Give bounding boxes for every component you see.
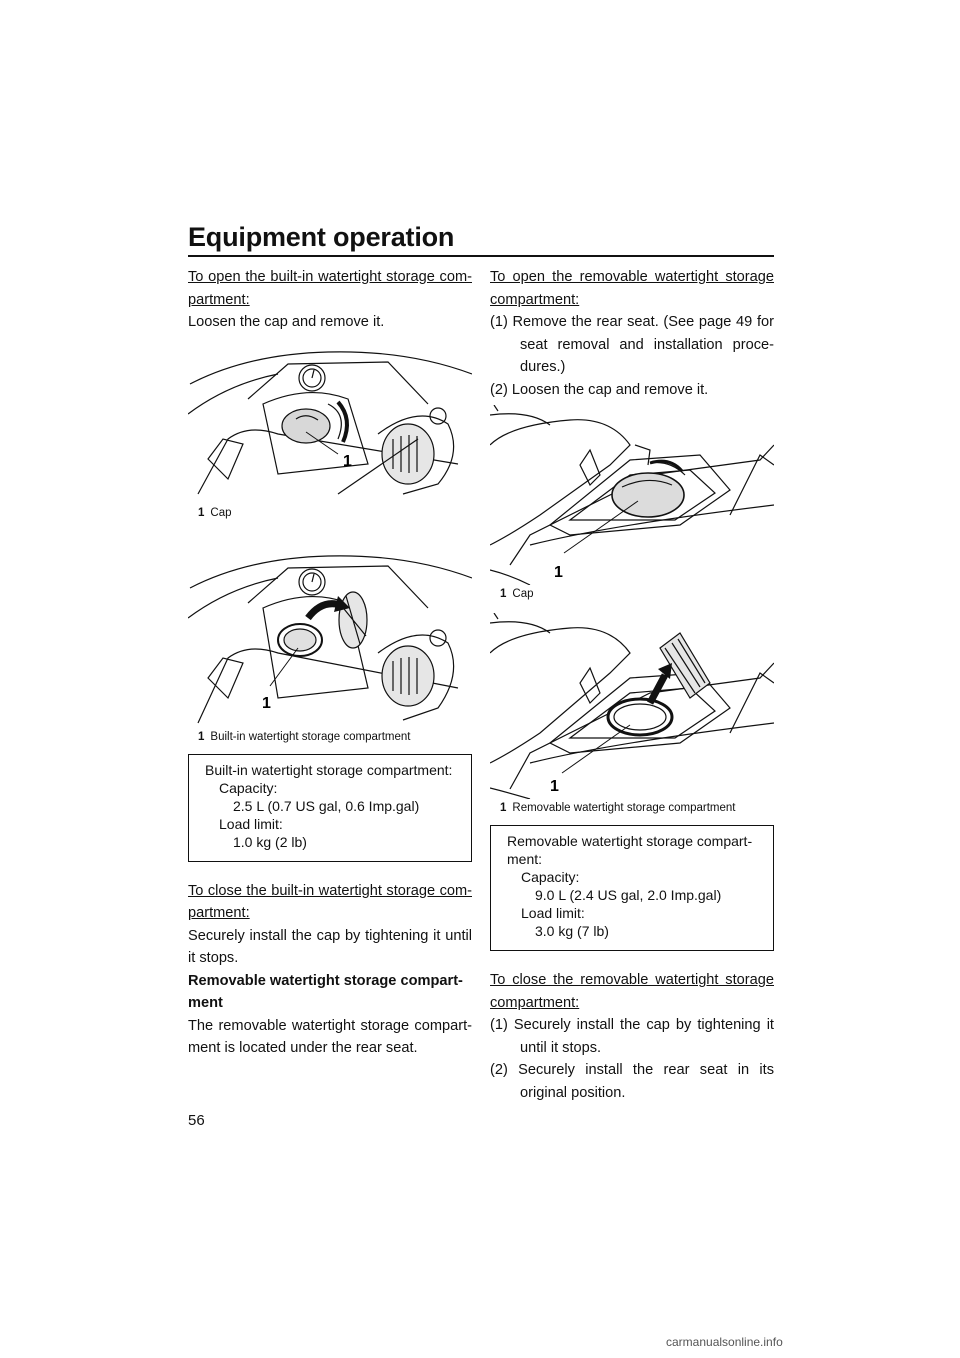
spec-title: Removable watertight storage compart- [507, 833, 753, 849]
close-step-2: (2) Securely install the rear seat in it… [490, 1062, 774, 1101]
open-builtin-heading-cont: partment: [188, 291, 250, 308]
capacity-value: 9.0 L (2.4 US gal, 2.0 Imp.gal) [535, 887, 722, 903]
close-step-1: (1) Securely install the cap by tighteni… [490, 1017, 774, 1056]
open-steps: (1) Remove the rear seat. (See page 49 f… [490, 311, 774, 401]
capacity-label: Capacity: [219, 779, 278, 796]
close-builtin-text: Securely install the cap by tightening i… [188, 927, 472, 967]
builtin-compartment-illustration: 1 [188, 554, 472, 723]
open-builtin-text: Loosen the cap and remove it. [188, 314, 385, 330]
open-step-1: (1) Remove the rear seat. (See page 49 f… [490, 314, 774, 375]
open-step-2: (2) Loosen the cap and remove it. [490, 381, 709, 398]
close-builtin-heading-cont: partment: [188, 905, 250, 921]
removable-cap-illustration: 1 [490, 405, 774, 585]
page-number: 56 [188, 1112, 205, 1129]
title-rule [188, 255, 774, 257]
open-builtin-heading: To open the built-in watertight storage … [188, 269, 472, 285]
right-column: To open the removable watertight storage… [490, 266, 774, 1104]
removable-spec-box: Removable watertight storage compart- me… [490, 825, 774, 951]
spec-title-cont: ment: [507, 851, 543, 867]
removable-compartment-illustration: 1 [490, 613, 774, 799]
footer-watermark: carmanualsonline.info [666, 1335, 783, 1349]
removable-heading: Removable watertight storage compart- me… [188, 972, 463, 1012]
open-removable-heading: To open the removable watertight storage [490, 269, 774, 285]
load-value: 1.0 kg (2 lb) [233, 833, 307, 850]
capacity-label: Capacity: [521, 869, 580, 885]
spec-title: Built-in watertight storage compartment: [205, 761, 453, 778]
builtin-cap-illustration: 1 [188, 350, 472, 495]
load-value: 3.0 kg (7 lb) [535, 923, 609, 939]
fig2-callout: 1 [262, 695, 271, 712]
close-removable-heading: To close the removable watertight storag… [490, 972, 774, 988]
open-removable-heading-cont: compartment: [490, 291, 580, 308]
left-column: To open the built-in watertight storage … [188, 266, 472, 1060]
close-builtin-heading: To close the built-in watertight storage… [188, 882, 472, 899]
fig3-callout: 1 [554, 564, 563, 581]
close-steps: (1) Securely install the cap by tighteni… [490, 1014, 774, 1104]
capacity-value: 2.5 L (0.7 US gal, 0.6 Imp.gal) [233, 797, 420, 814]
builtin-spec-box: Built-in watertight storage compartment:… [188, 753, 472, 862]
fig4-callout: 1 [550, 778, 559, 795]
fig1-callout: 1 [343, 453, 352, 470]
load-label: Load limit: [521, 905, 585, 921]
removable-text: The removable watertight storage compart… [188, 1017, 472, 1057]
load-label: Load limit: [219, 815, 283, 832]
page-title: Equipment operation [188, 222, 455, 252]
close-removable-heading-cont: compartment: [490, 994, 580, 1011]
